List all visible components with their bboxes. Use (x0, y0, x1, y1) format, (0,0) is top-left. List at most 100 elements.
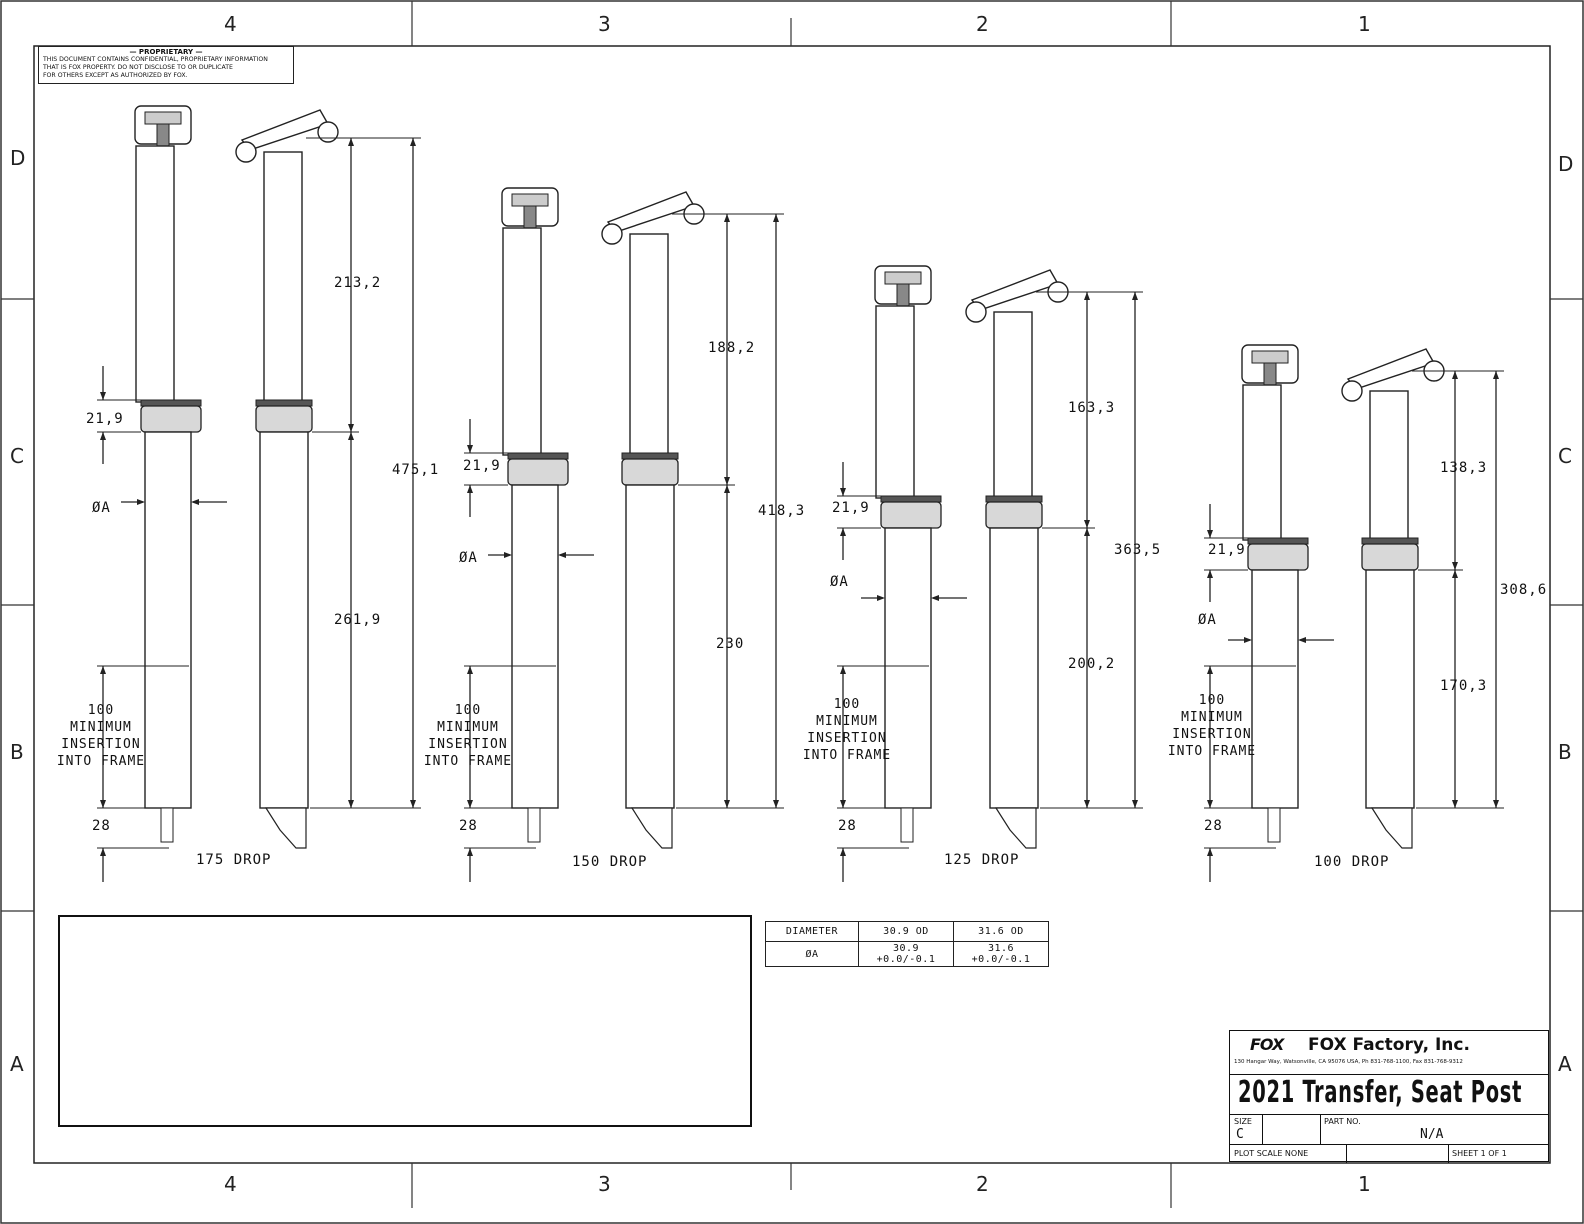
side-actuator (630, 807, 673, 849)
plot-scale: PLOT SCALE NONE (1234, 1149, 1309, 1158)
arrowhead (840, 488, 846, 496)
arrowhead (1207, 800, 1213, 808)
dim-collar-125: 21,9 (832, 500, 870, 516)
arrowhead (467, 848, 473, 856)
zone-row-d-left: D (10, 146, 26, 170)
front-actuator (1267, 807, 1281, 843)
front-collar-ring (140, 399, 202, 407)
side-stanchion (629, 233, 669, 456)
dim-line-upper-arrow-bottom (724, 477, 730, 485)
min-ins-line: MINIMUM (816, 714, 878, 729)
dim-line-lower-arrow-bottom (1084, 800, 1090, 808)
zone-row-d-right: D (1558, 152, 1574, 176)
dim-total-150: 418,3 (758, 503, 806, 519)
dim-dia-125: ØA (830, 574, 849, 590)
company-name: FOX Factory, Inc. (1308, 1035, 1470, 1055)
table-cell: 30.9 +0.0/-0.1 (858, 941, 954, 967)
side-clamp-bolt (601, 223, 623, 245)
dim-line-lower-arrow-top (1084, 528, 1090, 536)
zone-row-c-left: C (10, 444, 24, 468)
size-value: C (1236, 1127, 1244, 1142)
dim-line-upper-arrow-bottom (348, 424, 354, 432)
proprietary-line-3: FOR OTHERS EXCEPT AS AUTHORIZED BY FOX. (43, 72, 188, 79)
dim-line-upper-arrow-top (724, 214, 730, 222)
min-ins-line: INTO FRAME (56, 754, 146, 769)
arrowhead (558, 552, 566, 558)
proprietary-line-2: THAT IS FOX PROPERTY. DO NOT DISCLOSE TO… (43, 64, 233, 71)
zone-col-2-top: 2 (976, 12, 989, 36)
title-block: FOX FOX Factory, Inc. 130 Hangar Way, Wa… (1229, 1030, 1549, 1163)
dim-line-total-arrow-bottom (773, 800, 779, 808)
side-clamp-bolt (317, 121, 339, 143)
dim-line-lower-arrow-bottom (348, 800, 354, 808)
min-ins-line: INTO FRAME (1167, 744, 1257, 759)
fox-logo: FOX (1250, 1035, 1284, 1054)
dim-line-upper-arrow-top (348, 138, 354, 146)
min-ins-line: MINIMUM (1181, 710, 1243, 725)
dim-upper-100: 138,3 (1440, 460, 1488, 476)
diameter-table-header: DIAMETER 30.9 OD 31.6 OD (765, 921, 1049, 942)
min-ins-value: 100 (454, 703, 482, 718)
min-ins-line: INSERTION (807, 731, 887, 746)
arrowhead (467, 485, 473, 493)
arrowhead (840, 848, 846, 856)
dim-upper-175: 213,2 (334, 275, 382, 291)
divider (1346, 1145, 1347, 1163)
dim-collar-100: 21,9 (1208, 542, 1246, 558)
dim-line-total-arrow-top (410, 138, 416, 146)
front-clamp-detail (144, 111, 182, 125)
dim-line-lower-arrow-top (724, 485, 730, 493)
min-ins-value: 100 (833, 697, 861, 712)
side-actuator (994, 807, 1037, 849)
front-actuator (160, 807, 174, 843)
dim-bottom-100: 28 (1204, 818, 1223, 834)
front-lower-tube (144, 431, 192, 809)
dim-dia-175: ØA (92, 500, 111, 516)
table-cell: 31.6 +0.0/-0.1 (953, 941, 1049, 967)
dim-dia-100: ØA (1198, 612, 1217, 628)
arrowhead (100, 800, 106, 808)
side-lower-tube (625, 484, 675, 809)
company-address: 130 Hangar Way, Watsonville, CA 95076 US… (1234, 1059, 1463, 1065)
min-ins-line: INTO FRAME (802, 748, 892, 763)
dim-line-upper-arrow-top (1452, 371, 1458, 379)
dim-total-100: 308,6 (1500, 582, 1548, 598)
arrowhead (877, 595, 885, 601)
table-cell: 31.6 OD (953, 921, 1049, 942)
dim-line-total-arrow-top (1132, 292, 1138, 300)
arrowhead (100, 432, 106, 440)
dim-collar-150: 21,9 (463, 458, 501, 474)
divider (1448, 1145, 1449, 1163)
zone-col-1-top: 1 (1358, 12, 1371, 36)
title-block-scale-row: PLOT SCALE NONE SHEET 1 OF 1 (1230, 1145, 1548, 1163)
diameter-table-row: ØA 30.9 +0.0/-0.1 31.6 +0.0/-0.1 (765, 941, 1049, 967)
dim-lower-175: 261,9 (334, 612, 382, 628)
drop-label-100: 100 DROP (1314, 854, 1390, 870)
side-lower-tube (259, 431, 309, 809)
dim-upper-125: 163,3 (1068, 400, 1116, 416)
zone-row-b-right: B (1558, 740, 1572, 764)
side-collar (1361, 543, 1419, 571)
front-collar (140, 405, 202, 433)
dim-line-lower-arrow-top (1452, 570, 1458, 578)
side-stanchion (993, 311, 1033, 499)
dim-line-total-arrow-top (773, 214, 779, 222)
front-collar-ring (880, 495, 942, 503)
min-ins-value: 100 (1198, 693, 1226, 708)
dim-line-upper-arrow-top (1084, 292, 1090, 300)
zone-col-2-bottom: 2 (976, 1172, 989, 1196)
side-collar (621, 458, 679, 486)
dim-lower-100: 170,3 (1440, 678, 1488, 694)
front-stanchion (875, 305, 915, 499)
zone-col-1-bottom: 1 (1358, 1172, 1371, 1196)
arrowhead (1298, 637, 1306, 643)
dim-dia-150: ØA (459, 550, 478, 566)
side-actuator (264, 807, 307, 849)
side-collar-ring (985, 495, 1043, 503)
zone-col-3-bottom: 3 (598, 1172, 611, 1196)
min-insertion-100: 100 MINIMUM INSERTION INTO FRAME (1167, 692, 1257, 760)
dim-line-total-arrow-top (1493, 371, 1499, 379)
side-lower-tube (1365, 569, 1415, 809)
min-ins-line: INSERTION (428, 737, 508, 752)
